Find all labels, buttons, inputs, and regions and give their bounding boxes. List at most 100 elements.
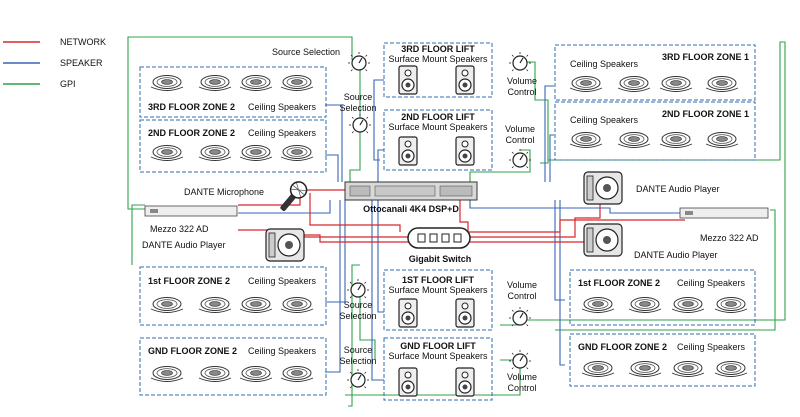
zone-title: 2ND FLOOR ZONE 2 xyxy=(148,128,235,138)
lift-3rd-floor: 3RD FLOOR LIFT Surface Mount Speakers xyxy=(383,42,493,98)
dante-player-left: DANTE Audio Player xyxy=(142,228,305,262)
dante-player-right-top: DANTE Audio Player xyxy=(583,171,720,205)
knob-icon xyxy=(346,368,370,389)
dsp-panel xyxy=(439,185,473,197)
volume-control-2nd: Volume Control xyxy=(505,124,535,169)
surface-speaker-icon xyxy=(455,65,475,95)
audio-player-icon xyxy=(583,223,623,257)
ceiling-speaker-icon xyxy=(150,297,184,313)
dsp-amplifier: Ottocanali 4K4 DSP+D xyxy=(344,181,478,214)
ceiling-speaker-icon xyxy=(617,132,651,148)
zone-subtitle: Ceiling Speakers xyxy=(677,278,746,288)
source-label-line2: Selection xyxy=(339,103,376,113)
zone-gnd-floor-zone-2-left: GND FLOOR ZONE 2 Ceiling Speakers xyxy=(139,337,327,396)
ceiling-speaker-icon xyxy=(198,75,232,91)
zone-subtitle: Ceiling Speakers xyxy=(570,59,639,69)
ceiling-speaker-icon xyxy=(198,145,232,161)
ceiling-speaker-icon xyxy=(198,297,232,313)
source-selection-2nd: Source Selection xyxy=(339,92,377,134)
mezzo-chassis xyxy=(144,205,238,217)
zone-subtitle: Ceiling Speakers xyxy=(570,115,639,125)
dsp-label: Ottocanali 4K4 DSP+D xyxy=(363,204,459,214)
volume-control-1st: Volume Control xyxy=(507,280,537,327)
knob-icon xyxy=(508,148,532,169)
lift-frame xyxy=(383,337,493,401)
zone-frame xyxy=(569,269,756,326)
audio-player-icon xyxy=(265,228,305,262)
ceiling-speaker-icon xyxy=(569,132,603,148)
knob-icon xyxy=(346,278,370,299)
switch-port xyxy=(429,233,438,243)
zone-title: 2ND FLOOR ZONE 1 xyxy=(662,109,749,119)
switch-label: Gigabit Switch xyxy=(409,254,472,264)
ceiling-speaker-icon xyxy=(581,297,615,313)
ceiling-speaker-icon xyxy=(280,145,314,161)
zone-frame xyxy=(139,119,327,173)
source-label-line2: Selection xyxy=(339,311,376,321)
zone-subtitle: Ceiling Speakers xyxy=(248,102,317,112)
volume-control-3rd: Volume Control xyxy=(507,51,537,97)
zone-frame xyxy=(569,333,756,387)
surface-speaker-icon xyxy=(455,298,475,328)
ceiling-speaker-icon xyxy=(628,361,662,377)
surface-speaker-icon xyxy=(398,367,418,397)
ceiling-speaker-icon xyxy=(239,297,273,313)
zone-3rd-floor-zone-2: 3RD FLOOR ZONE 2 Ceiling Speakers xyxy=(139,66,327,118)
zone-1st-floor-zone-2-left: 1st FLOOR ZONE 2 Ceiling Speakers xyxy=(139,266,327,326)
source-selection-1st: Source Selection xyxy=(339,278,377,321)
source-selection-label: Source Selection xyxy=(272,47,340,57)
ceiling-speaker-icon xyxy=(705,132,739,148)
ceiling-speaker-icon xyxy=(581,361,615,377)
zone-frame xyxy=(554,101,756,161)
ceiling-speaker-icon xyxy=(280,366,314,382)
knob-icon xyxy=(508,306,532,327)
dante-player-right-bottom: DANTE Audio Player xyxy=(583,223,718,260)
volume-label-line1: Volume xyxy=(507,372,537,382)
microphone-icon xyxy=(280,181,308,211)
lift-1st-floor: 1ST FLOOR LIFT Surface Mount Speakers xyxy=(383,269,493,331)
lift-gnd-floor: GND FLOOR LIFT Surface Mount Speakers xyxy=(383,337,493,401)
ceiling-speaker-icon xyxy=(714,297,748,313)
zone-2nd-floor-zone-1: 2ND FLOOR ZONE 1 Ceiling Speakers xyxy=(554,101,756,161)
volume-label-line1: Volume xyxy=(507,76,537,86)
source-label-line1: Source xyxy=(344,92,373,102)
surface-speaker-icon xyxy=(398,136,418,166)
volume-control-gnd: Volume Control xyxy=(507,349,537,393)
player-label: DANTE Audio Player xyxy=(142,240,226,250)
ceiling-speaker-icon xyxy=(628,297,662,313)
lift-title: GND FLOOR LIFT xyxy=(400,341,476,351)
ceiling-speaker-icon xyxy=(671,361,705,377)
zone-title: 1st FLOOR ZONE 2 xyxy=(148,276,230,286)
dsp-panel xyxy=(349,185,371,197)
dsp-panel xyxy=(374,185,436,197)
lift-title: 2ND FLOOR LIFT xyxy=(401,112,475,122)
volume-label-line2: Control xyxy=(505,135,534,145)
zone-frame xyxy=(139,337,327,396)
ceiling-speaker-icon xyxy=(150,75,184,91)
lift-frame xyxy=(383,269,493,331)
zone-subtitle: Ceiling Speakers xyxy=(248,276,317,286)
mic-label: DANTE Microphone xyxy=(184,187,264,197)
ceiling-speaker-icon xyxy=(714,361,748,377)
zone-frame xyxy=(139,66,327,118)
lift-frame xyxy=(383,109,493,171)
source-label-line1: Source xyxy=(344,345,373,355)
knob-icon xyxy=(347,51,371,72)
switch-port xyxy=(441,233,450,243)
volume-label-line1: Volume xyxy=(505,124,535,134)
ceiling-speaker-icon xyxy=(280,75,314,91)
volume-label-line2: Control xyxy=(507,383,536,393)
switch-port xyxy=(453,233,462,243)
mezzo-left: Mezzo 322 AD xyxy=(144,205,238,234)
zone-title: 1st FLOOR ZONE 2 xyxy=(578,278,660,288)
lift-subtitle: Surface Mount Speakers xyxy=(388,285,488,295)
mezzo-right: Mezzo 322 AD xyxy=(679,207,769,243)
ceiling-speaker-icon xyxy=(150,145,184,161)
lift-title: 3RD FLOOR LIFT xyxy=(401,44,475,54)
ceiling-speaker-icon xyxy=(198,366,232,382)
lift-title: 1ST FLOOR LIFT xyxy=(402,275,474,285)
legend-gpi-label: GPI xyxy=(60,79,76,89)
surface-speaker-icon xyxy=(398,298,418,328)
